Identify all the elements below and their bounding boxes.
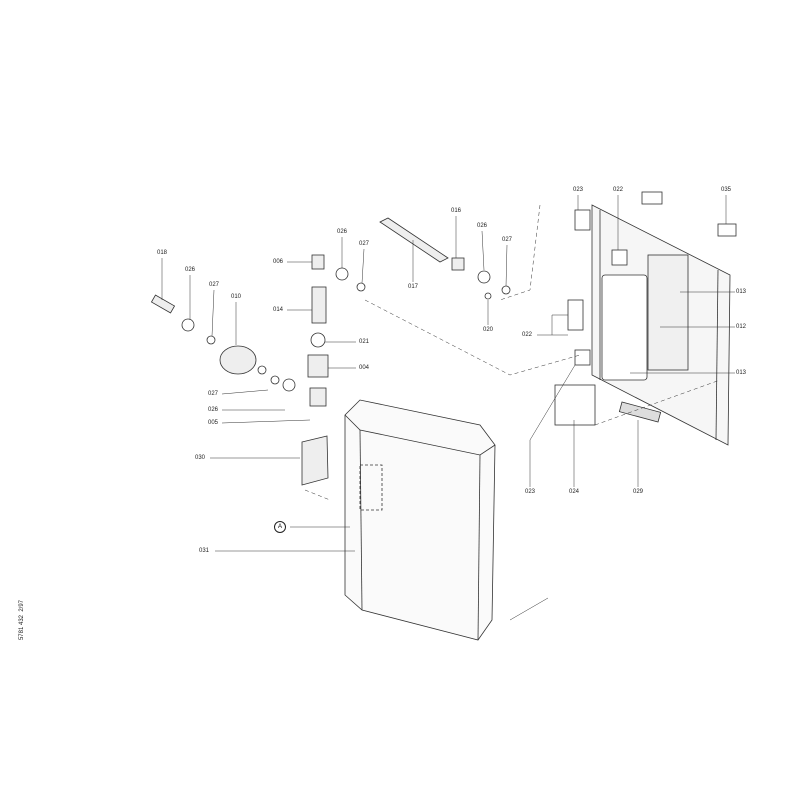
pipe-fittings [150,217,511,486]
part-label: 005 [207,420,219,426]
part-label: 022 [521,332,533,338]
casing-031 [344,399,496,641]
part-label: 018 [156,250,168,256]
part-label: 026 [207,407,219,413]
document-number: 5781 432 [19,615,25,641]
part-label: 027 [207,391,219,397]
part-label: 010 [230,294,242,300]
part-label: 026 [476,223,488,229]
part-label: 012 [735,324,747,330]
document-date: 2/97 [19,599,25,612]
part-label: 031 [198,548,210,554]
part-label: 016 [450,208,462,214]
part-label: 023 [524,489,536,495]
part-label: 021 [358,339,370,345]
part-label: 013 [735,370,747,376]
back-panel [554,191,737,446]
part-label: 017 [407,284,419,290]
part-label: 020 [482,327,494,333]
part-label: 029 [632,489,644,495]
part-label: 027 [501,237,513,243]
reference-marker: A [274,521,286,533]
part-label: 024 [568,489,580,495]
part-label: 035 [720,187,732,193]
part-label: 027 [208,282,220,288]
part-label: 013 [735,289,747,295]
document-code: 5781 432 2/97 [19,600,25,640]
part-label: 014 [272,307,284,313]
part-label: 027 [358,241,370,247]
part-label: 026 [336,229,348,235]
part-label: 026 [184,267,196,273]
part-label: 030 [194,455,206,461]
part-label: 022 [612,187,624,193]
part-label: 006 [272,259,284,265]
part-label: 004 [358,365,370,371]
leader-lines [161,195,735,621]
part-label: 023 [572,187,584,193]
